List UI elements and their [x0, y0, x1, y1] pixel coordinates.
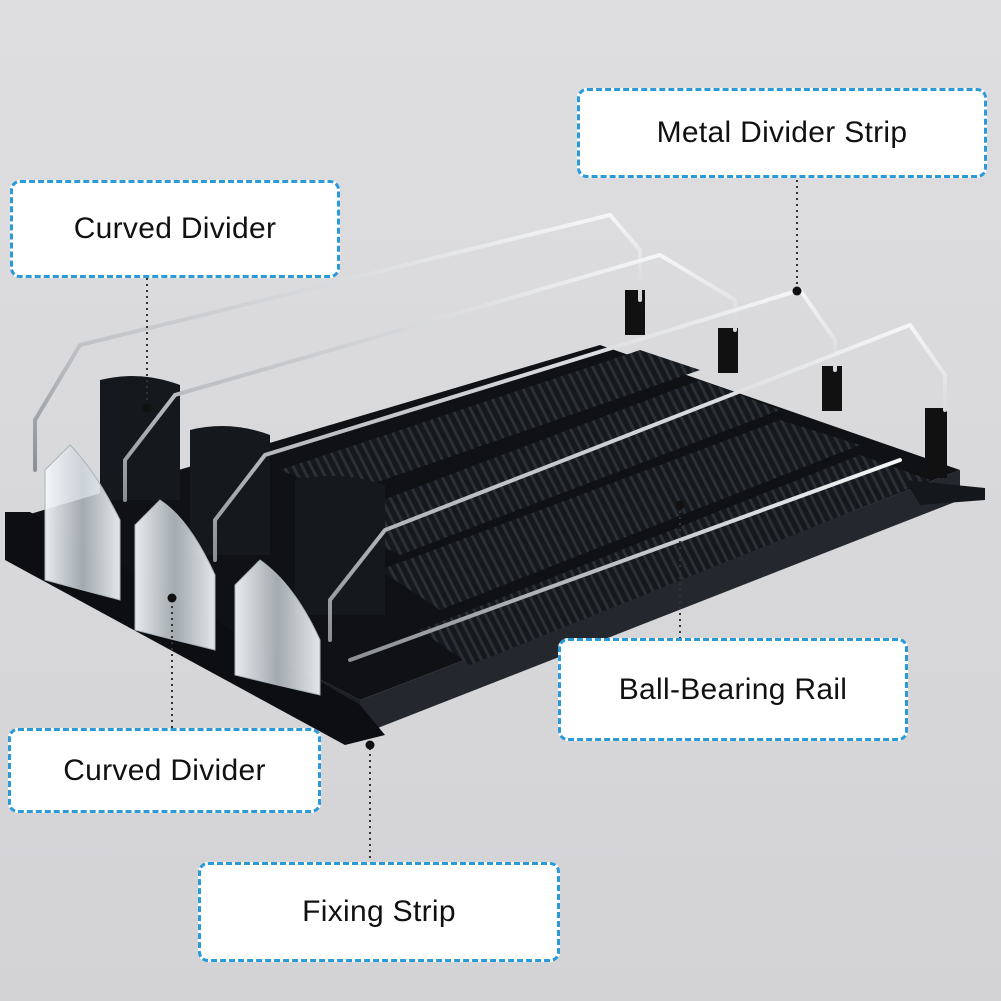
callout-metal-divider-strip-label: Metal Divider Strip: [656, 116, 908, 149]
metal-divider-wires: [33, 212, 947, 662]
ball-bearing-rails: [280, 350, 930, 665]
callout-curved-divider-top-label: Curved Divider: [73, 212, 277, 245]
callout-fixing-strip-label: Fixing Strip: [302, 895, 456, 928]
leader-lines: [142, 180, 802, 862]
rail-lane-4: [420, 455, 930, 665]
callout-curved-divider-top: Curved Divider: [10, 180, 340, 278]
rail-lane-3: [380, 420, 860, 610]
rail-lane-1: [280, 350, 700, 495]
callout-fixing-strip: Fixing Strip: [198, 862, 560, 962]
rear-posts: [625, 290, 947, 478]
clear-pushers: [44, 444, 321, 696]
callout-curved-divider-bottom-label: Curved Divider: [63, 753, 266, 787]
callout-ball-bearing-rail: Ball-Bearing Rail: [558, 638, 908, 741]
callout-ball-bearing-rail-label: Ball-Bearing Rail: [618, 672, 848, 706]
rail-lane-2: [330, 380, 780, 555]
callout-curved-divider-bottom: Curved Divider: [8, 728, 321, 813]
callout-metal-divider-strip: Metal Divider Strip: [577, 88, 987, 178]
